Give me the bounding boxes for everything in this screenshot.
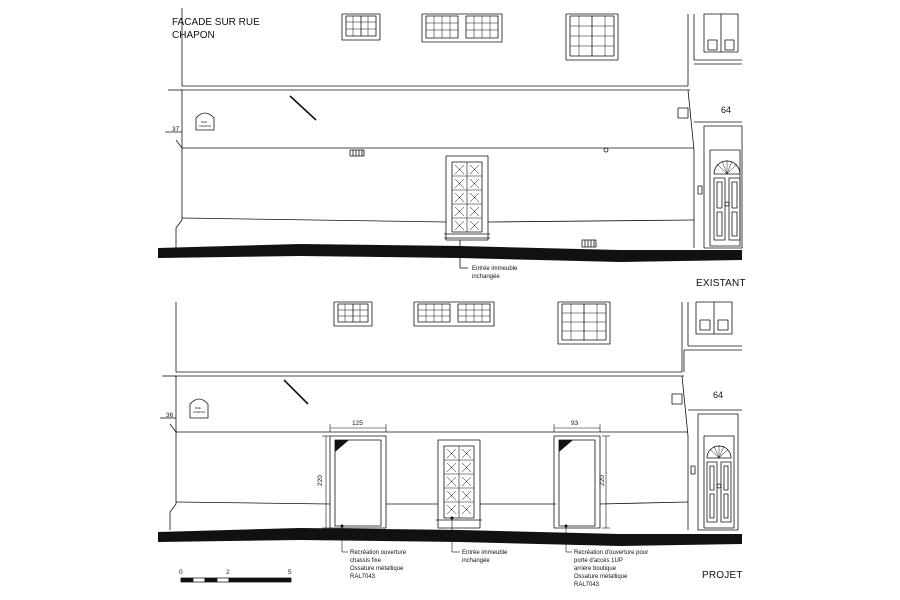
existant-window-center bbox=[421, 13, 503, 43]
right-note-line5: RAL7043 bbox=[574, 582, 600, 588]
center-note-line2: inchangée bbox=[462, 558, 490, 564]
existant-window-right bbox=[565, 13, 619, 61]
projet-street-sign-line2: CHAPON bbox=[193, 410, 205, 414]
left-note-line1: Recréation ouverture bbox=[350, 550, 407, 556]
existant-neighbour-building bbox=[693, 13, 743, 249]
right-opening-width-dimension: 93 bbox=[571, 420, 579, 427]
projet-dimension-lines bbox=[322, 424, 610, 529]
scale-tick-5: 5 bbox=[288, 569, 292, 576]
existant-street-sign-line2: CHAPON bbox=[199, 124, 211, 128]
projet-center-note: Entrée immeuble inchangée bbox=[462, 550, 508, 564]
existant-entrance-note-line2: inchangée bbox=[472, 274, 500, 280]
scale-bar bbox=[180, 577, 292, 583]
projet-entrance-door bbox=[436, 439, 482, 529]
drawing-title-line2: CHAPON bbox=[172, 30, 215, 41]
projet-street-sign-line1: RUE bbox=[195, 406, 201, 410]
scale-tick-0: 0 bbox=[179, 569, 183, 576]
projet-note-leaders bbox=[340, 516, 572, 553]
left-opening-width-dimension: 125 bbox=[352, 420, 363, 427]
existant-label: EXISTANT bbox=[696, 278, 746, 289]
projet-ground-band bbox=[158, 528, 742, 546]
projet-elevation bbox=[158, 301, 742, 546]
right-note-line4: Ossature métallique bbox=[574, 574, 628, 580]
projet-window-center bbox=[413, 301, 495, 327]
projet-left-note: Recréation ouverture chassis fixe Ossatu… bbox=[350, 550, 407, 580]
projet-window-right bbox=[557, 301, 611, 345]
right-opening-height-dimension: 220 bbox=[599, 475, 606, 486]
projet-right-note: Recréation d'ouverture pour porte d'accè… bbox=[574, 550, 648, 588]
left-note-line4: RAL7043 bbox=[350, 574, 376, 580]
existant-entrance-door bbox=[444, 155, 490, 241]
center-note-line1: Entrée immeuble bbox=[462, 550, 508, 556]
existant-elevation bbox=[158, 8, 743, 262]
right-note-line1: Recréation d'ouverture pour bbox=[574, 550, 648, 556]
left-opening-height-dimension: 220 bbox=[317, 475, 324, 486]
drawing-title-line1: FACADE SUR RUE bbox=[172, 17, 260, 28]
existant-level-mark: 37 bbox=[172, 126, 180, 133]
existant-street-sign-line1: RUE bbox=[201, 120, 207, 124]
projet-window-left bbox=[333, 301, 373, 327]
projet-neighbour-building bbox=[683, 301, 742, 531]
existant-entrance-note-line1: Entrée immeuble bbox=[472, 266, 518, 272]
left-note-line2: chassis fixe bbox=[350, 558, 382, 564]
projet-label: PROJET bbox=[702, 570, 743, 581]
existant-ground-band bbox=[158, 244, 742, 262]
projet-level-mark: 36 bbox=[166, 412, 174, 419]
right-note-line3: arrière boutique bbox=[574, 566, 617, 572]
existant-house-number: 64 bbox=[721, 105, 731, 115]
scale-tick-2: 2 bbox=[226, 569, 230, 576]
projet-house-number: 64 bbox=[713, 390, 723, 400]
projet-left-opening bbox=[329, 435, 387, 529]
projet-right-opening bbox=[553, 435, 601, 529]
existant-window-left bbox=[341, 13, 381, 41]
left-note-line3: Ossature métallique bbox=[350, 566, 404, 572]
right-note-line2: porte d'accès 1UP bbox=[574, 558, 623, 564]
